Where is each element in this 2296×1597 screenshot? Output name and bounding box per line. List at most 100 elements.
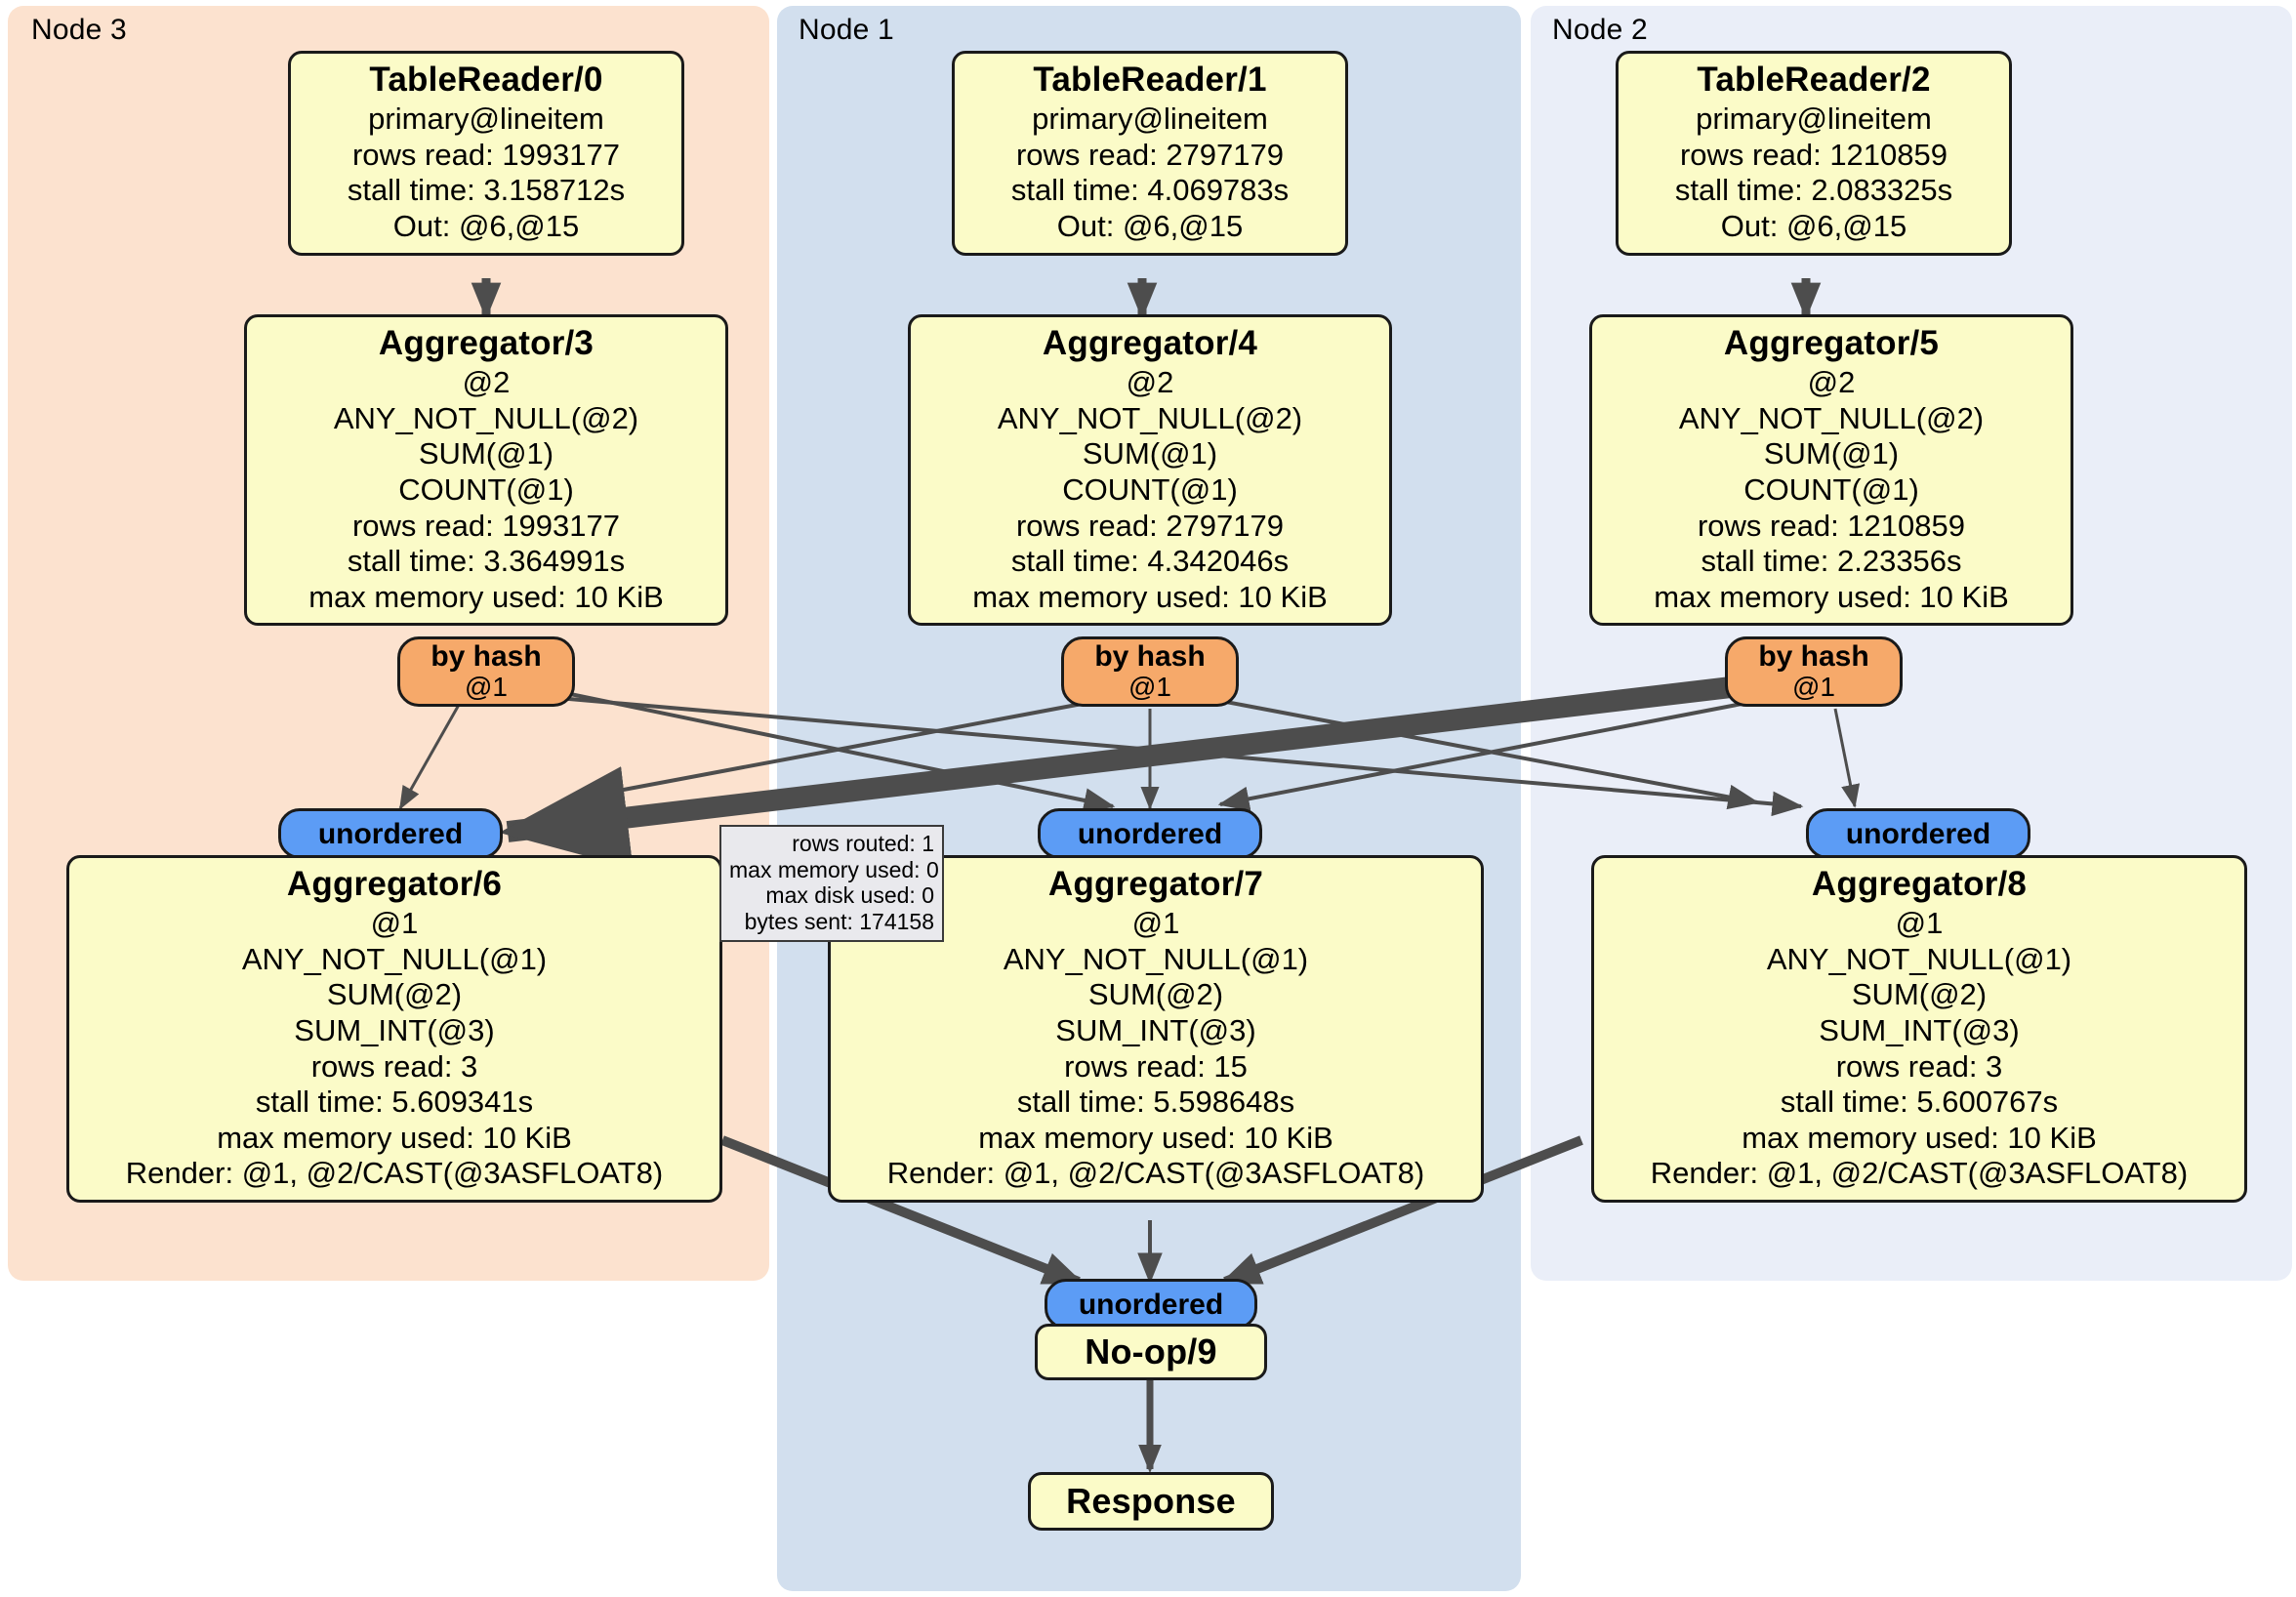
operator-line: rows read: 1993177 <box>351 137 621 172</box>
stream-unordered-8[interactable]: unordered <box>1806 808 2030 859</box>
cluster-label-node-2: Node 2 <box>1552 14 1648 46</box>
operator-line: ANY_NOT_NULL(@1) <box>1766 941 2072 976</box>
stream-unordered-final[interactable]: unordered <box>1045 1279 1257 1330</box>
operator-line: max memory used: 10 KiB <box>1742 1120 2097 1155</box>
router-column: @1 <box>1792 672 1835 703</box>
operator-line: stall time: 2.23356s <box>1701 544 1962 579</box>
stats-line: bytes sent: 174158 <box>744 909 934 935</box>
operator-title: TableReader/2 <box>1697 61 1931 99</box>
operator-line: @1 <box>370 906 419 941</box>
operator-tablereader-2[interactable]: TableReader/2 primary@lineitem rows read… <box>1616 51 2012 256</box>
router-column: @1 <box>465 672 508 703</box>
operator-line: rows read: 3 <box>310 1048 478 1084</box>
operator-line: stall time: 3.364991s <box>347 544 626 579</box>
operator-line: rows read: 1210859 <box>1697 508 1966 543</box>
stream-title: unordered <box>1077 817 1223 850</box>
operator-title: TableReader/1 <box>1033 61 1267 99</box>
operator-title: Aggregator/7 <box>1047 865 1264 903</box>
operator-line: max memory used: 10 KiB <box>978 1120 1333 1155</box>
operator-line: primary@lineitem <box>1032 102 1268 137</box>
operator-line: @2 <box>462 365 511 400</box>
operator-line: max memory used: 10 KiB <box>217 1120 572 1155</box>
operator-aggregator-8[interactable]: Aggregator/8 @1 ANY_NOT_NULL(@1) SUM(@2)… <box>1591 855 2247 1203</box>
cluster-label-node-1: Node 1 <box>799 14 894 46</box>
operator-line: Render: @1, @2/CAST(@3ASFLOAT8) <box>125 1156 664 1191</box>
operator-title: Aggregator/3 <box>378 324 594 362</box>
operator-line: Out: @6,@15 <box>1720 209 1907 244</box>
operator-aggregator-3[interactable]: Aggregator/3 @2 ANY_NOT_NULL(@2) SUM(@1)… <box>244 314 728 627</box>
cluster-label-node-3: Node 3 <box>31 14 127 46</box>
router-by-hash-5[interactable]: by hash @1 <box>1725 636 1903 707</box>
operator-line: SUM(@2) <box>1087 977 1224 1012</box>
operator-line: SUM_INT(@3) <box>1055 1013 1256 1048</box>
operator-line: rows read: 1993177 <box>351 508 621 543</box>
router-title: by hash <box>430 640 542 674</box>
operator-title: Response <box>1066 1480 1236 1521</box>
operator-line: max memory used: 10 KiB <box>972 579 1328 614</box>
router-by-hash-4[interactable]: by hash @1 <box>1061 636 1239 707</box>
operator-title: TableReader/0 <box>369 61 603 99</box>
operator-line: Render: @1, @2/CAST(@3ASFLOAT8) <box>886 1156 1425 1191</box>
operator-line: rows read: 3 <box>1835 1048 2003 1084</box>
edge-stats-box: rows routed: 1 max memory used: 0 max di… <box>719 825 944 942</box>
operator-tablereader-0[interactable]: TableReader/0 primary@lineitem rows read… <box>288 51 684 256</box>
operator-line: SUM(@2) <box>1851 977 1988 1012</box>
router-column: @1 <box>1128 672 1171 703</box>
stream-title: unordered <box>1078 1288 1224 1321</box>
operator-line: ANY_NOT_NULL(@1) <box>241 941 548 976</box>
operator-line: @2 <box>1807 365 1856 400</box>
operator-line: stall time: 4.069783s <box>1010 173 1290 208</box>
operator-line: rows read: 2797179 <box>1015 508 1285 543</box>
operator-line: stall time: 3.158712s <box>347 173 626 208</box>
operator-line: ANY_NOT_NULL(@1) <box>1003 941 1309 976</box>
operator-line: ANY_NOT_NULL(@2) <box>997 400 1303 435</box>
operator-line: @1 <box>1895 906 1944 941</box>
router-by-hash-3[interactable]: by hash @1 <box>397 636 575 707</box>
operator-line: SUM(@1) <box>1082 436 1218 471</box>
operator-line: @1 <box>1131 906 1180 941</box>
operator-line: rows read: 15 <box>1064 1048 1248 1084</box>
operator-line: Out: @6,@15 <box>392 209 580 244</box>
operator-line: max memory used: 10 KiB <box>1654 579 2009 614</box>
operator-title: Aggregator/5 <box>1723 324 1940 362</box>
stream-unordered-7[interactable]: unordered <box>1038 808 1262 859</box>
operator-line: SUM(@1) <box>1763 436 1900 471</box>
operator-noop-9[interactable]: No-op/9 <box>1035 1324 1267 1380</box>
stream-title: unordered <box>317 817 464 850</box>
operator-line: stall time: 5.600767s <box>1780 1085 2059 1120</box>
operator-line: SUM_INT(@3) <box>1819 1013 2020 1048</box>
operator-line: primary@lineitem <box>368 102 604 137</box>
operator-title: No-op/9 <box>1085 1331 1217 1372</box>
operator-aggregator-6[interactable]: Aggregator/6 @1 ANY_NOT_NULL(@1) SUM(@2)… <box>66 855 722 1203</box>
operator-line: stall time: 5.598648s <box>1016 1085 1295 1120</box>
router-title: by hash <box>1758 640 1869 674</box>
operator-line: COUNT(@1) <box>398 472 574 508</box>
operator-line: stall time: 2.083325s <box>1674 173 1953 208</box>
operator-line: max memory used: 10 KiB <box>308 579 664 614</box>
operator-line: rows read: 2797179 <box>1015 137 1285 172</box>
operator-tablereader-1[interactable]: TableReader/1 primary@lineitem rows read… <box>952 51 1348 256</box>
operator-line: stall time: 5.609341s <box>255 1085 534 1120</box>
operator-line: COUNT(@1) <box>1743 472 1919 508</box>
stream-unordered-6[interactable]: unordered <box>278 808 503 859</box>
operator-line: ANY_NOT_NULL(@2) <box>1678 400 1985 435</box>
operator-aggregator-4[interactable]: Aggregator/4 @2 ANY_NOT_NULL(@2) SUM(@1)… <box>908 314 1392 627</box>
operator-line: SUM(@1) <box>418 436 554 471</box>
stats-line: max memory used: 0 <box>729 856 939 882</box>
operator-line: ANY_NOT_NULL(@2) <box>333 400 639 435</box>
operator-title: Aggregator/6 <box>286 865 503 903</box>
operator-title: Aggregator/4 <box>1042 324 1258 362</box>
operator-line: rows read: 1210859 <box>1679 137 1948 172</box>
operator-title: Aggregator/8 <box>1811 865 2028 903</box>
operator-line: COUNT(@1) <box>1062 472 1238 508</box>
stats-line: max disk used: 0 <box>765 882 934 909</box>
operator-line: @2 <box>1126 365 1174 400</box>
operator-line: stall time: 4.342046s <box>1010 544 1290 579</box>
operator-aggregator-5[interactable]: Aggregator/5 @2 ANY_NOT_NULL(@2) SUM(@1)… <box>1589 314 2073 627</box>
operator-response[interactable]: Response <box>1028 1472 1274 1531</box>
stats-line: rows routed: 1 <box>792 831 934 856</box>
operator-line: Render: @1, @2/CAST(@3ASFLOAT8) <box>1650 1156 2189 1191</box>
operator-line: Out: @6,@15 <box>1056 209 1244 244</box>
operator-line: SUM_INT(@3) <box>294 1013 495 1048</box>
